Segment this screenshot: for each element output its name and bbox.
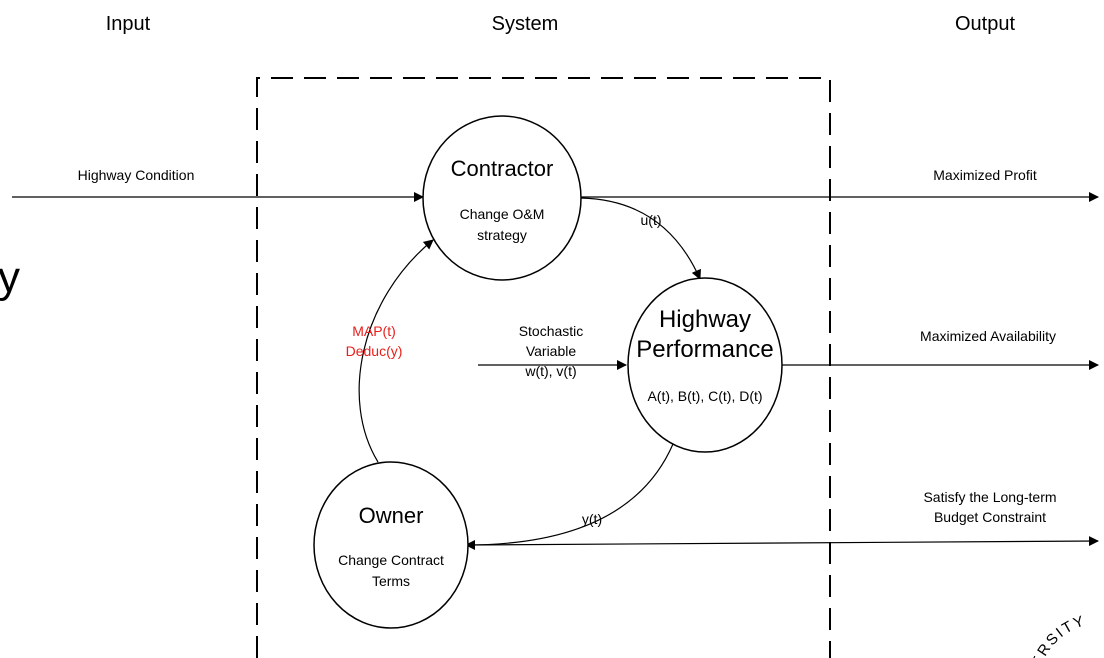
profit-label: Maximized Profit (933, 167, 1037, 183)
highway-title2: Performance (636, 336, 773, 363)
owner-sub1: Change Contract (338, 552, 444, 568)
y-arrow (465, 443, 674, 550)
stochastic-label1: Stochastic (519, 323, 584, 339)
highway-condition-label: Highway Condition (78, 167, 195, 183)
u-arrow (580, 197, 701, 280)
y-label: y(t) (582, 511, 602, 527)
budget-arrow (465, 536, 1099, 547)
university-seal-logo: VERSITY (1025, 612, 1088, 658)
contractor-node: Contractor Change O&M strategy (422, 115, 582, 281)
header-output: Output (955, 13, 1015, 35)
system-boundary (256, 77, 831, 658)
u-label: u(t) (641, 212, 662, 228)
owner-node: Owner Change Contract Terms (313, 461, 469, 629)
map-arrow (358, 239, 434, 463)
header-input: Input (106, 13, 151, 35)
contractor-sub1: Change O&M (460, 206, 545, 222)
left-text-fragment: y (0, 253, 20, 302)
map-label1: MAP(t) (352, 323, 396, 339)
highway-node: Highway Performance A(t), B(t), C(t), D(… (627, 277, 783, 453)
owner-circle (313, 461, 469, 629)
budget-label1: Satisfy the Long-term (923, 489, 1056, 505)
highway-title1: Highway (659, 306, 751, 333)
stochastic-label2: Variable (526, 343, 577, 359)
seal-text: VERSITY (1025, 612, 1088, 658)
stochastic-label3: w(t), v(t) (524, 363, 576, 379)
map-label2: Deduc(y) (346, 343, 403, 359)
availability-label: Maximized Availability (920, 328, 1056, 344)
highway-sub: A(t), B(t), C(t), D(t) (647, 388, 762, 404)
highway-circle (627, 277, 783, 453)
owner-sub2: Terms (372, 573, 410, 589)
contractor-title: Contractor (451, 156, 554, 181)
contractor-sub2: strategy (477, 227, 527, 243)
budget-label2: Budget Constraint (934, 509, 1046, 525)
contractor-circle (422, 115, 582, 281)
owner-title: Owner (359, 503, 424, 528)
header-system: System (492, 13, 559, 35)
